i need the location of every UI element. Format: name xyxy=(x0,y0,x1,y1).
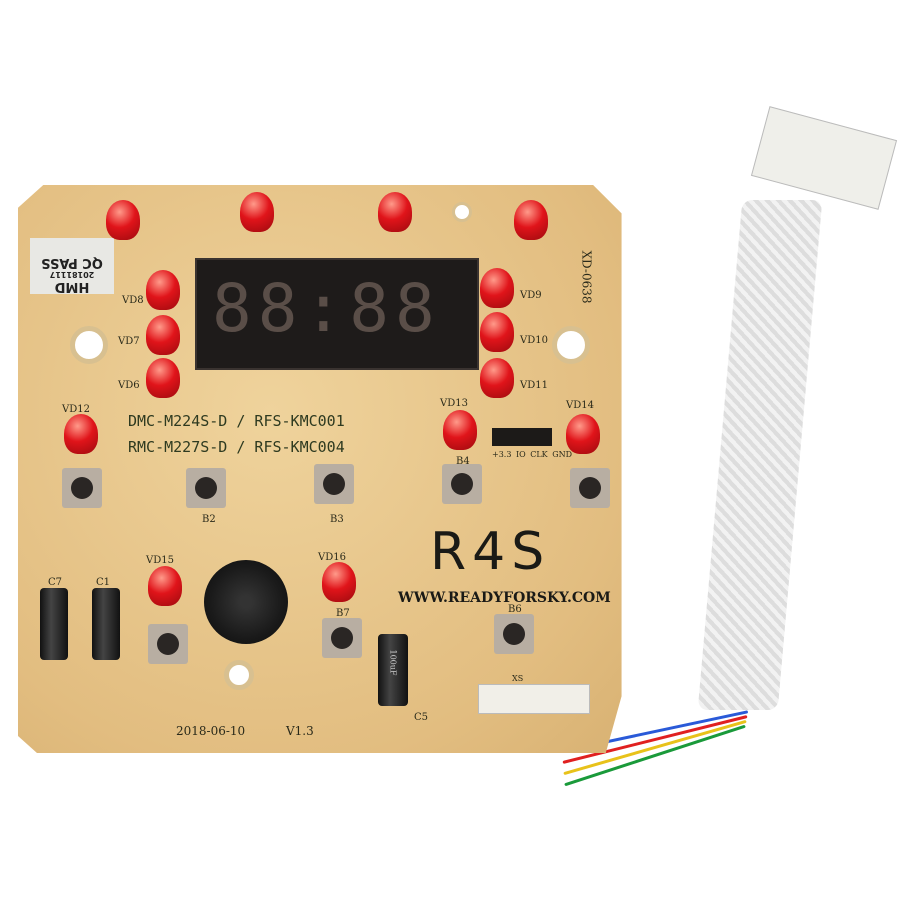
board-date: 2018-06-10 xyxy=(176,724,246,738)
display-digits: 88:88 xyxy=(212,270,441,347)
model-line-2: RMC-M227S-D / RFS-KMC004 xyxy=(128,438,345,456)
tactile-button[interactable] xyxy=(570,468,610,508)
led xyxy=(514,200,548,240)
led xyxy=(480,358,514,398)
led xyxy=(148,566,182,606)
r4s-logo: R4S xyxy=(430,522,551,582)
pin-header xyxy=(492,428,552,446)
pin-label: CLK xyxy=(530,450,548,459)
capacitor xyxy=(40,588,68,660)
led-label: VD16 xyxy=(318,552,346,563)
led xyxy=(443,410,477,450)
led-label: VD15 xyxy=(146,555,174,566)
button-label: B2 xyxy=(202,514,216,525)
led-label: VD9 xyxy=(520,290,542,301)
led xyxy=(146,315,180,355)
led xyxy=(322,562,356,602)
mounting-hole xyxy=(452,202,472,222)
mounting-hole xyxy=(552,326,590,364)
led-label: VD6 xyxy=(118,380,140,391)
led-label: VD13 xyxy=(440,398,468,409)
led xyxy=(378,192,412,232)
led-label: VD7 xyxy=(118,336,140,347)
led xyxy=(106,200,140,240)
tactile-button[interactable] xyxy=(186,468,226,508)
capacitor: 100uF xyxy=(378,634,408,706)
tactile-button[interactable] xyxy=(62,468,102,508)
capacitor-marking: 100uF xyxy=(388,649,398,676)
qc-line-3: QC PASS xyxy=(41,255,103,270)
model-line-1: DMC-M224S-D / RFS-KMC001 xyxy=(128,412,345,430)
pin-label: IO xyxy=(515,450,526,459)
led xyxy=(146,270,180,310)
pin-label: +3.3 xyxy=(492,450,512,459)
board-id: XD-0638 xyxy=(579,250,594,304)
button-label: B3 xyxy=(330,514,344,525)
led-label: VD11 xyxy=(520,380,548,391)
connector-label: XS xyxy=(512,674,524,683)
tactile-button[interactable] xyxy=(442,464,482,504)
qc-line-1: HMD xyxy=(54,279,90,294)
tactile-button[interactable] xyxy=(148,624,188,664)
capacitor xyxy=(92,588,120,660)
pin-label: GND xyxy=(552,450,573,459)
tactile-button[interactable] xyxy=(322,618,362,658)
led-label: VD8 xyxy=(122,295,144,306)
mounting-hole xyxy=(70,326,108,364)
seven-segment-display: 88:88 xyxy=(195,258,479,370)
button-label: B6 xyxy=(508,604,522,615)
button-label: B7 xyxy=(336,608,350,619)
braided-cable-sleeve xyxy=(697,200,823,710)
qc-pass-sticker: HMD 20181117 QC PASS xyxy=(30,238,114,294)
website-url: WWW.READYFORSKY.COM xyxy=(398,590,611,606)
capacitor-label: C1 xyxy=(96,577,111,588)
led xyxy=(566,414,600,454)
led-label: VD14 xyxy=(566,400,594,411)
led xyxy=(480,268,514,308)
buzzer xyxy=(204,560,288,644)
pin-labels: +3.3 IO CLK GND xyxy=(492,450,572,459)
button-label: B4 xyxy=(456,456,470,467)
wire-connector xyxy=(478,684,590,714)
led xyxy=(240,192,274,232)
capacitor-label: C7 xyxy=(48,577,63,588)
led xyxy=(146,358,180,398)
capacitor-label: C5 xyxy=(414,712,429,723)
tactile-button[interactable] xyxy=(494,614,534,654)
cable-plug xyxy=(750,106,898,210)
board-version: V1.3 xyxy=(286,724,314,738)
led-label: VD10 xyxy=(520,335,548,346)
led xyxy=(64,414,98,454)
mounting-hole xyxy=(224,660,254,690)
led-label: VD12 xyxy=(62,404,90,415)
qc-line-2: 20181117 xyxy=(49,270,95,279)
tactile-button[interactable] xyxy=(314,464,354,504)
led xyxy=(480,312,514,352)
